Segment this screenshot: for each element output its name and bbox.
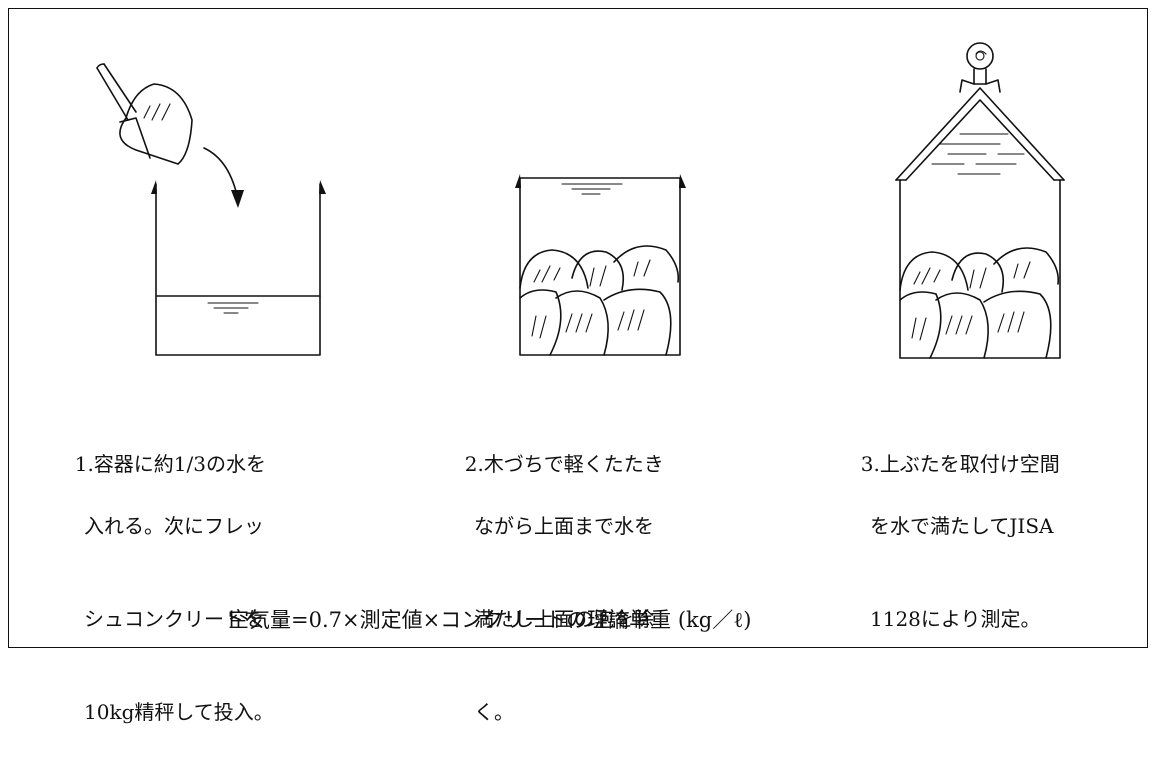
step-1-line-2: 入れる。次にフレッ [84, 514, 264, 538]
step-2-line-4: く。 [474, 700, 514, 724]
step-3-line-3: 1128により測定。 [870, 607, 1041, 631]
step-2-line-3: 満たし上面の泡を除 [474, 607, 654, 631]
step-2-line-1: 木づちで軽くたたき [483, 452, 664, 476]
step-1-caption: 1.容器に約1/3の水を 入れる。次にフレッ シュコンクリートを 10kg精秤し… [62, 418, 274, 759]
figure-2-illustration [515, 174, 686, 360]
figure-1-illustration [90, 60, 326, 360]
aggregate-stones-3 [900, 248, 1058, 358]
pour-arrowhead [231, 190, 244, 208]
step-1-number: 1. [74, 452, 94, 476]
container-2 [515, 174, 686, 355]
scoop-bowl [120, 84, 192, 164]
step-3-line-2: を水で満たしてJISA [870, 514, 1054, 538]
step-1-line-3: シュコンクリートを [84, 607, 264, 631]
figure-3-illustration [890, 40, 1080, 360]
scoop-handle [97, 64, 136, 120]
air-content-formula: 空気量=0.7×測定値×コンクリートの理論単重 (kg／ℓ) [228, 608, 752, 632]
container-3 [900, 180, 1060, 358]
step-3-caption: 3.上ぶたを取付け空間 を水で満たしてJISA 1128により測定。 [848, 418, 1060, 666]
lid [896, 88, 1064, 180]
step-3-number: 3. [860, 452, 880, 476]
step-1-line-4: 10kg精秤して投入。 [84, 700, 274, 724]
water-ripples-2 [562, 184, 622, 194]
step-2-caption: 2.木づちで軽くたたき ながら上面まで水を 満たし上面の泡を除 く。 [452, 418, 664, 759]
water-ripples-3 [932, 134, 1024, 174]
step-2-line-2: ながら上面まで水を [474, 514, 654, 538]
water-ripples-1 [208, 303, 258, 313]
aggregate-stones-2 [520, 246, 678, 355]
step-3-line-1: 上ぶたを取付け空間 [879, 452, 1060, 476]
lid-knob [960, 43, 1000, 92]
step-2-number: 2. [464, 452, 484, 476]
container-1 [151, 180, 326, 355]
step-1-line-1: 容器に約1/3の水を [93, 452, 266, 476]
